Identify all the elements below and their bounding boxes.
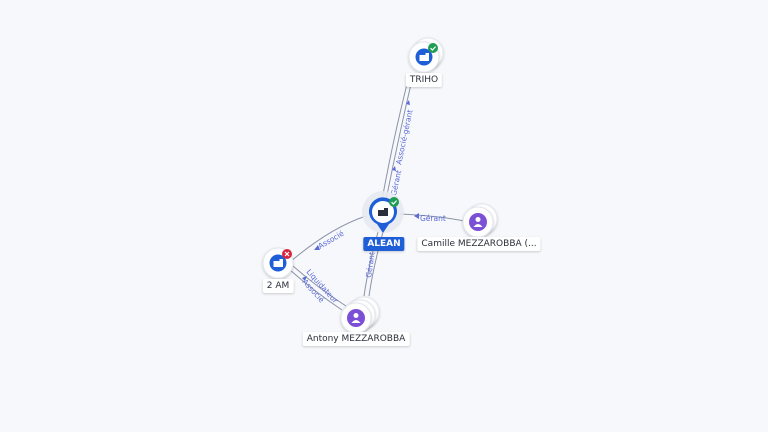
building-icon — [419, 53, 429, 61]
person-icon — [473, 217, 483, 227]
edge-alean-triho[interactable] — [381, 83, 412, 201]
edge-alean-2am[interactable] — [289, 215, 367, 263]
node-label-triho[interactable]: TRIHO — [405, 73, 443, 87]
node-alean[interactable] — [362, 191, 404, 233]
arrow-icon — [392, 166, 396, 171]
node-camille[interactable] — [462, 203, 498, 238]
node-label-2am[interactable]: 2 AM — [262, 279, 294, 293]
node-label-camille[interactable]: Camille MEZZAROBBA (... — [417, 237, 541, 251]
person-icon — [351, 313, 361, 323]
arrow-icon — [414, 213, 419, 219]
node-triho[interactable] — [408, 37, 444, 73]
arrow-icon — [406, 100, 410, 105]
status-active-icon — [428, 43, 438, 53]
edge-label-gerant-antony: Gérant — [364, 251, 377, 278]
node-label-antony[interactable]: Antony MEZZAROBBA — [302, 332, 410, 346]
node-antony[interactable] — [340, 296, 380, 334]
status-closed-icon — [282, 249, 292, 259]
edge-label-gerant-camille: Gérant — [420, 214, 446, 223]
status-active-icon — [389, 197, 399, 207]
arrow-icon — [302, 276, 307, 281]
edge-camille-alean[interactable] — [399, 213, 465, 222]
edge-antony-2am[interactable] — [289, 265, 347, 311]
building-icon — [273, 259, 283, 267]
edge-label-associe-gerant-triho: Associé-gérant — [394, 109, 414, 166]
node-label-alean[interactable]: ALEAN — [363, 237, 405, 251]
building-icon — [378, 208, 388, 216]
arrow-icon — [314, 245, 320, 250]
node-2am[interactable] — [262, 247, 294, 279]
